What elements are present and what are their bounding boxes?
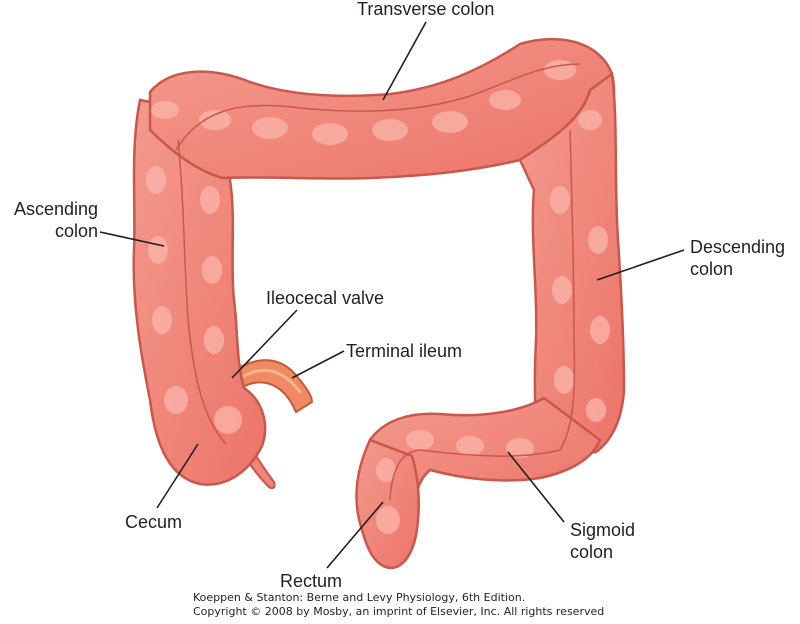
label-sigmoid-colon-line2: colon [570,542,614,562]
label-sigmoid-colon: Sigmoid colon [570,519,635,563]
leader-lines [99,21,685,569]
credit-line-1: Koeppen & Stanton: Berne and Levy Physio… [193,591,526,604]
leader-rectum [326,501,384,569]
label-sigmoid-colon-line1: Sigmoid [570,520,636,540]
leader-sigmoid-colon [507,451,565,523]
label-descending-colon-line2: colon [690,259,734,279]
colon-body [132,37,626,570]
label-ascending-colon: Ascending colon [0,198,98,242]
leader-terminal-ileum [291,350,345,379]
label-descending-colon-line1: Descending [690,237,786,257]
leader-ileocecal-valve [231,309,298,379]
terminal-ileum-shape [230,359,314,414]
taenia-coli [175,63,581,501]
leader-transverse-colon [382,21,427,101]
label-terminal-ileum: Terminal ileum [346,341,463,361]
leader-cecum [156,443,199,509]
leader-descending-colon [596,249,685,281]
label-ascending-colon-line1: Ascending [13,199,98,219]
leader-ascending-colon [99,231,165,247]
label-transverse-colon: Transverse colon [357,0,495,19]
label-rectum: Rectum [280,571,343,591]
label-ileocecal-valve: Ileocecal valve [266,288,385,308]
label-cecum: Cecum [125,512,183,532]
haustra-highlights [146,60,610,534]
label-descending-colon: Descending colon [690,236,785,280]
credit-line-2: Copyright © 2008 by Mosby, an imprint of… [193,605,605,618]
label-ascending-colon-line2: colon [54,221,98,241]
